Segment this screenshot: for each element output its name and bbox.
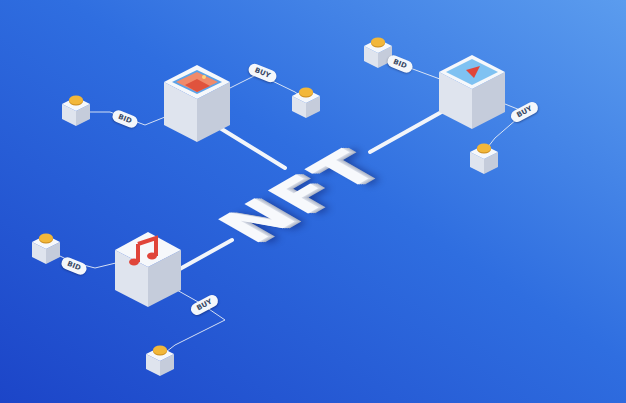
- pill-label: BUY: [515, 105, 532, 119]
- pill-label: BUY: [195, 298, 212, 312]
- bid-buy-pill: BUY: [508, 100, 539, 124]
- bid-buy-pill: BID: [386, 54, 415, 75]
- bid-buy-pill: BUY: [188, 293, 219, 317]
- bid-buy-pill: BID: [111, 109, 140, 130]
- pill-label: BID: [117, 113, 132, 125]
- pill-label: BID: [66, 260, 81, 272]
- pill-label: BID: [392, 58, 407, 70]
- nft-3d-title: NFT: [206, 142, 393, 250]
- bid-buy-pill: BUY: [246, 62, 277, 84]
- bid-buy-pill: BID: [60, 256, 89, 277]
- pill-label: BUY: [253, 67, 271, 80]
